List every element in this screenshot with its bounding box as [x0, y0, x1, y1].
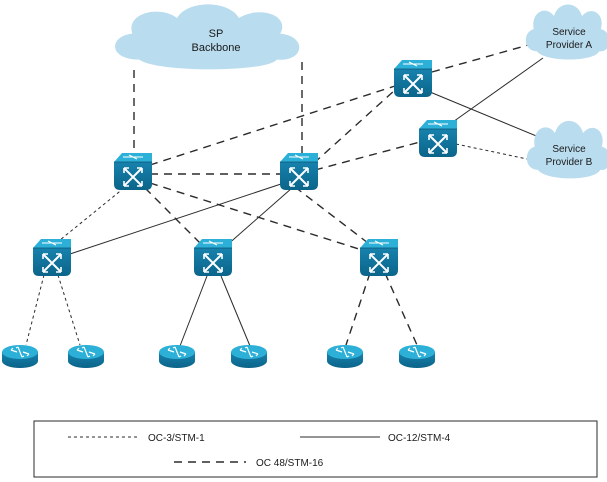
links-oc48: [133, 43, 533, 346]
router-icon: [67, 344, 105, 369]
provider-b-label-line1: Service: [552, 144, 586, 155]
link-core-right-dist-right: [294, 186, 369, 244]
legend-label-oc3: OC-3/STM-1: [148, 433, 205, 444]
link-core-right-dist-left: [69, 183, 282, 255]
atm-switch-icon: [193, 238, 233, 277]
router-3: [158, 344, 196, 369]
router-icon: [158, 344, 196, 369]
atm-switch-icon: [359, 238, 399, 277]
dist-switch-right: [359, 238, 399, 277]
backbone-label-line1: SP: [209, 28, 224, 40]
core-switch-right: [279, 152, 319, 191]
link-edge-mid-provider-b: [455, 143, 533, 161]
cloud-icon: [115, 4, 300, 70]
router-1: [1, 344, 39, 369]
atm-switch-icon: [393, 59, 433, 98]
legend-box: [33, 420, 598, 478]
atm-switch-icon: [418, 119, 458, 158]
link-core-left-dist-right: [149, 182, 363, 251]
router-icon: [1, 344, 39, 369]
link-dist-right-router-5: [345, 272, 371, 346]
link-core-right-edge-mid: [314, 141, 421, 171]
legend: OC-3/STM-1 OC-12/STM-4 OC 48/STM-16: [33, 420, 598, 478]
router-4: [230, 344, 268, 369]
link-core-left-edge-top: [149, 85, 396, 166]
router-6: [398, 344, 436, 369]
link-core-left-dist-left: [59, 187, 125, 241]
provider-b-label-line2: Provider B: [546, 157, 593, 168]
atm-switch-icon: [32, 238, 72, 277]
router-2: [67, 344, 105, 369]
link-dist-left-router-2: [57, 274, 81, 346]
edge-switch-top: [393, 59, 433, 98]
dist-switch-mid: [193, 238, 233, 277]
link-edge-top-provider-a: [431, 43, 533, 73]
link-dist-mid-router-4: [220, 275, 251, 347]
backbone-label-line2: Backbone: [192, 42, 241, 54]
link-core-right-edge-top: [313, 89, 396, 164]
link-dist-left-router-1: [25, 274, 45, 346]
edge-switch-mid: [418, 119, 458, 158]
dist-switch-left: [32, 238, 72, 277]
link-edge-top-provider-b: [429, 91, 547, 141]
router-5: [326, 344, 364, 369]
legend-label-oc48: OC 48/STM-16: [256, 458, 324, 469]
router-icon: [230, 344, 268, 369]
cloud-sp-backbone: [115, 4, 300, 70]
legend-label-oc12: OC-12/STM-4: [388, 433, 451, 444]
link-dist-mid-router-3: [179, 275, 208, 347]
link-core-right-dist-mid: [225, 187, 293, 247]
links-oc12: [69, 57, 547, 347]
links-oc3: [25, 143, 533, 346]
atm-switch-icon: [113, 152, 153, 191]
router-icon: [326, 344, 364, 369]
provider-a-label-line2: Provider A: [546, 40, 592, 51]
router-icon: [398, 344, 436, 369]
provider-a-label-line1: Service: [552, 27, 586, 38]
link-edge-mid-provider-a: [449, 57, 544, 125]
link-dist-right-router-6: [384, 272, 418, 346]
core-switch-left: [113, 152, 153, 191]
atm-switch-icon: [279, 152, 319, 191]
